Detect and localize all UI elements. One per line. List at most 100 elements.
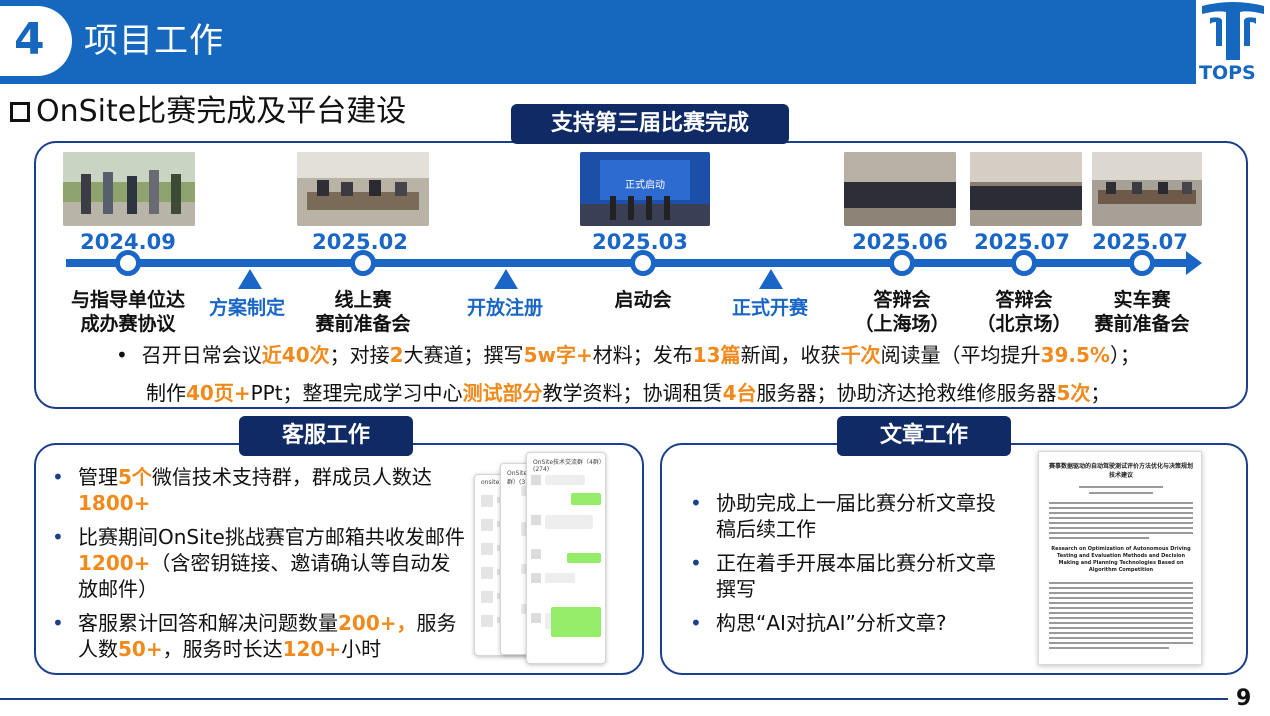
chat-screenshot-3: OnSite技术交流群（4群）(274)	[526, 452, 606, 664]
chat-title: OnSite技术交流群（4群）(274)	[533, 459, 605, 473]
chat-title: onsite	[481, 479, 500, 486]
body-text: ，服务时长达	[162, 637, 283, 661]
body-text: ；对接	[329, 343, 390, 367]
milestone-triangle-icon	[238, 269, 262, 289]
body-text: 服务器；协助济达抢救维修服务器	[756, 381, 1057, 405]
list-item-text: 比赛期间OnSite挑战赛官方邮箱共收发邮件1200+（含密钥链接、邀请确认等自…	[78, 525, 465, 601]
launch-screen-caption: 正式启动	[625, 178, 665, 191]
body-text: 材料；发布	[592, 343, 693, 367]
square-bullet-icon	[10, 102, 30, 122]
summary-text: 召开日常会议近40次；对接2大赛道；撰写5w字+材料；发布13篇新闻，收获千次阅…	[142, 343, 1140, 367]
photo-agreement-meeting	[63, 152, 195, 226]
highlight-text: 40页+	[186, 381, 251, 405]
slide-subtitle: OnSite比赛完成及平台建设	[10, 92, 406, 132]
body-text: 大赛道；撰写	[403, 343, 524, 367]
highlight-text: 200+，	[338, 611, 417, 635]
timeline-node	[1011, 250, 1037, 276]
article-badge: 文章工作	[837, 416, 1011, 456]
bullet-icon: •	[116, 343, 128, 367]
body-text: 召开日常会议	[141, 343, 262, 367]
highlight-text: 近40次	[261, 343, 330, 367]
customer-service-badge: 客服工作	[239, 416, 413, 456]
list-item: 管理5个微信技术支持群，群成员人数达1800+	[48, 464, 466, 516]
timeline-event: 答辩会（上海场）	[817, 288, 987, 336]
highlight-text: 39.5%	[1040, 343, 1110, 367]
body-text: 阅读量（平均提升	[880, 343, 1041, 367]
body-text: （含密钥链接、邀请确认等自动发放邮件）	[78, 551, 451, 601]
timeline-node	[889, 250, 915, 276]
event-line: 线上赛	[334, 289, 392, 311]
paper-cn-title: 赛事数据驱动的自动驾驶测试评价方法优化与决策规划技术建议	[1049, 463, 1194, 479]
list-item: 构思“AI对抗AI”分析文章?	[686, 610, 1008, 636]
photo-defense-shanghai	[844, 152, 956, 226]
event-line: 与指导单位达	[70, 289, 185, 311]
timeline-node	[115, 250, 141, 276]
body-text: ）；	[1109, 343, 1140, 367]
photo-defense-beijing	[970, 152, 1082, 226]
body-text: PPt；整理完成学习中心	[250, 381, 463, 405]
competition-badge: 支持第三届比赛完成	[511, 104, 789, 144]
tops-logo: TOPS	[1196, 0, 1270, 88]
highlight-text: 50+	[118, 637, 163, 661]
section-number-pill	[0, 6, 72, 76]
body-text: 新闻，收获	[740, 343, 841, 367]
event-line: 赛前准备会	[1094, 313, 1190, 335]
section-number: 4	[14, 14, 45, 65]
event-line: （北京场）	[976, 313, 1072, 335]
subtitle-text: OnSite比赛完成及平台建设	[36, 94, 407, 129]
timeline-event: 实车赛赛前准备会	[1057, 288, 1227, 336]
body-text: 制作	[146, 381, 186, 405]
footer-line	[0, 698, 1228, 700]
list-item: 正在着手开展本届比赛分析文章撰写	[686, 550, 1008, 602]
timeline-node	[1129, 250, 1155, 276]
milestone-label: 正式开赛	[731, 297, 808, 319]
timeline-node	[630, 250, 656, 276]
page-title: 项目工作	[84, 21, 224, 61]
event-line: （上海场）	[854, 313, 950, 335]
body-text: 小时	[341, 637, 382, 661]
highlight-text: 4台	[722, 381, 757, 405]
body-text: 比赛期间OnSite挑战赛官方邮箱共收发邮件	[78, 525, 465, 549]
customer-service-list: 管理5个微信技术支持群，群成员人数达1800+ 比赛期间OnSite挑战赛官方邮…	[48, 464, 466, 670]
photo-launch-ceremony: 正式启动	[580, 152, 710, 226]
summary-line-2: 制作40页+PPt；整理完成学习中心测试部分教学资料；协调租赁4台服务器；协助济…	[146, 379, 1110, 407]
photo-real-vehicle-prep	[1092, 152, 1202, 226]
paper-thumbnail: 赛事数据驱动的自动驾驶测试评价方法优化与决策规划技术建议 Research on…	[1038, 451, 1202, 665]
summary-text: 制作40页+PPt；整理完成学习中心测试部分教学资料；协调租赁4台服务器；协助济…	[146, 381, 1110, 405]
header-bar: 4 项目工作	[0, 0, 1270, 84]
body-text: ；	[1090, 381, 1111, 405]
milestone-label: 方案制定	[208, 297, 285, 319]
list-item: 比赛期间OnSite挑战赛官方邮箱共收发邮件1200+（含密钥链接、邀请确认等自…	[48, 524, 466, 602]
summary-line-1: • 召开日常会议近40次；对接2大赛道；撰写5w字+材料；发布13篇新闻，收获千次…	[116, 341, 1140, 369]
highlight-text: 120+	[282, 637, 342, 661]
highlight-text: 13篇	[692, 343, 741, 367]
list-item-text: 管理5个微信技术支持群，群成员人数达1800+	[78, 465, 432, 515]
list-item: 客服累计回答和解决问题数量200+，服务人数50+，服务时长达120+小时	[48, 610, 466, 662]
milestone-label: 开放注册	[466, 297, 543, 319]
timeline-line	[66, 259, 1190, 267]
timeline-event: 启动会	[558, 288, 728, 312]
timeline-event: 答辩会（北京场）	[939, 288, 1109, 336]
timeline-event: 与指导单位达成办赛协议	[43, 288, 213, 336]
body-text: 客服累计回答和解决问题数量	[78, 611, 338, 635]
timeline-arrow-icon	[1186, 251, 1202, 275]
event-line: 成办赛协议	[80, 313, 176, 335]
tops-logo-text: TOPS	[1199, 62, 1256, 84]
body-text: 教学资料；协调租赁	[542, 381, 723, 405]
event-line: 实车赛	[1113, 289, 1171, 311]
highlight-text: 5次	[1056, 381, 1091, 405]
event-line: 答辩会	[873, 289, 931, 311]
article-list: 协助完成上一届比赛分析文章投稿后续工作 正在着手开展本届比赛分析文章撰写 构思“…	[686, 490, 1008, 644]
paper-body-lines	[1049, 486, 1193, 649]
highlight-text: 测试部分	[462, 381, 543, 405]
highlight-text: 5个	[118, 465, 152, 489]
page-number: 9	[1236, 686, 1252, 711]
highlight-text: 1200+	[78, 551, 151, 575]
timeline-node	[350, 250, 376, 276]
paper-en-title: Research on Optimization of Autonomous D…	[1051, 546, 1191, 573]
event-line: 答辩会	[995, 289, 1053, 311]
highlight-text: 5w字+	[523, 343, 593, 367]
event-line: 赛前准备会	[315, 313, 411, 335]
list-item: 协助完成上一届比赛分析文章投稿后续工作	[686, 490, 1008, 542]
list-item-text: 客服累计回答和解决问题数量200+，服务人数50+，服务时长达120+小时	[78, 611, 457, 661]
